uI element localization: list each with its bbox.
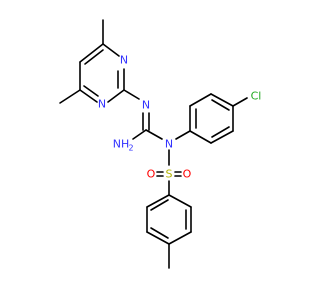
bond — [211, 126, 230, 138]
bond — [150, 199, 169, 211]
molecule-drawing: N N N NH 2 N S O O Cl — [59, 19, 261, 269]
bond — [123, 89, 140, 100]
sulfur-label: S — [166, 168, 173, 181]
amino-label: NH — [113, 138, 130, 151]
bond — [146, 231, 170, 245]
bond — [210, 93, 234, 107]
chlorine-label: Cl — [251, 90, 262, 103]
bond — [175, 130, 191, 140]
bond — [145, 129, 163, 140]
oxygen-label: O — [183, 168, 192, 181]
amide-nitrogen-label: N — [165, 138, 173, 151]
bond — [168, 194, 192, 208]
bond — [83, 85, 99, 97]
bond — [150, 227, 169, 239]
bond — [59, 89, 81, 104]
bond — [211, 99, 230, 111]
bond — [168, 231, 192, 245]
ring-nitrogen-label: N — [120, 54, 128, 67]
structure-svg: N N N NH 2 N S O O Cl — [59, 19, 261, 269]
bond — [102, 43, 120, 57]
bond — [189, 130, 212, 144]
atom-labels: N N N NH 2 N S O O Cl — [98, 54, 261, 181]
bond — [79, 89, 98, 103]
bond — [84, 49, 104, 65]
bond — [232, 97, 248, 107]
amino-subscript: 2 — [128, 144, 133, 153]
ring-nitrogen-label: N — [98, 98, 106, 111]
bond — [210, 130, 234, 144]
oxygen-label: O — [147, 168, 156, 181]
bond — [79, 43, 104, 63]
bond — [107, 89, 125, 103]
bond — [132, 129, 147, 140]
imine-nitrogen-label: N — [142, 99, 150, 112]
bond — [146, 194, 170, 208]
bond — [189, 93, 212, 107]
bonds — [59, 19, 248, 269]
